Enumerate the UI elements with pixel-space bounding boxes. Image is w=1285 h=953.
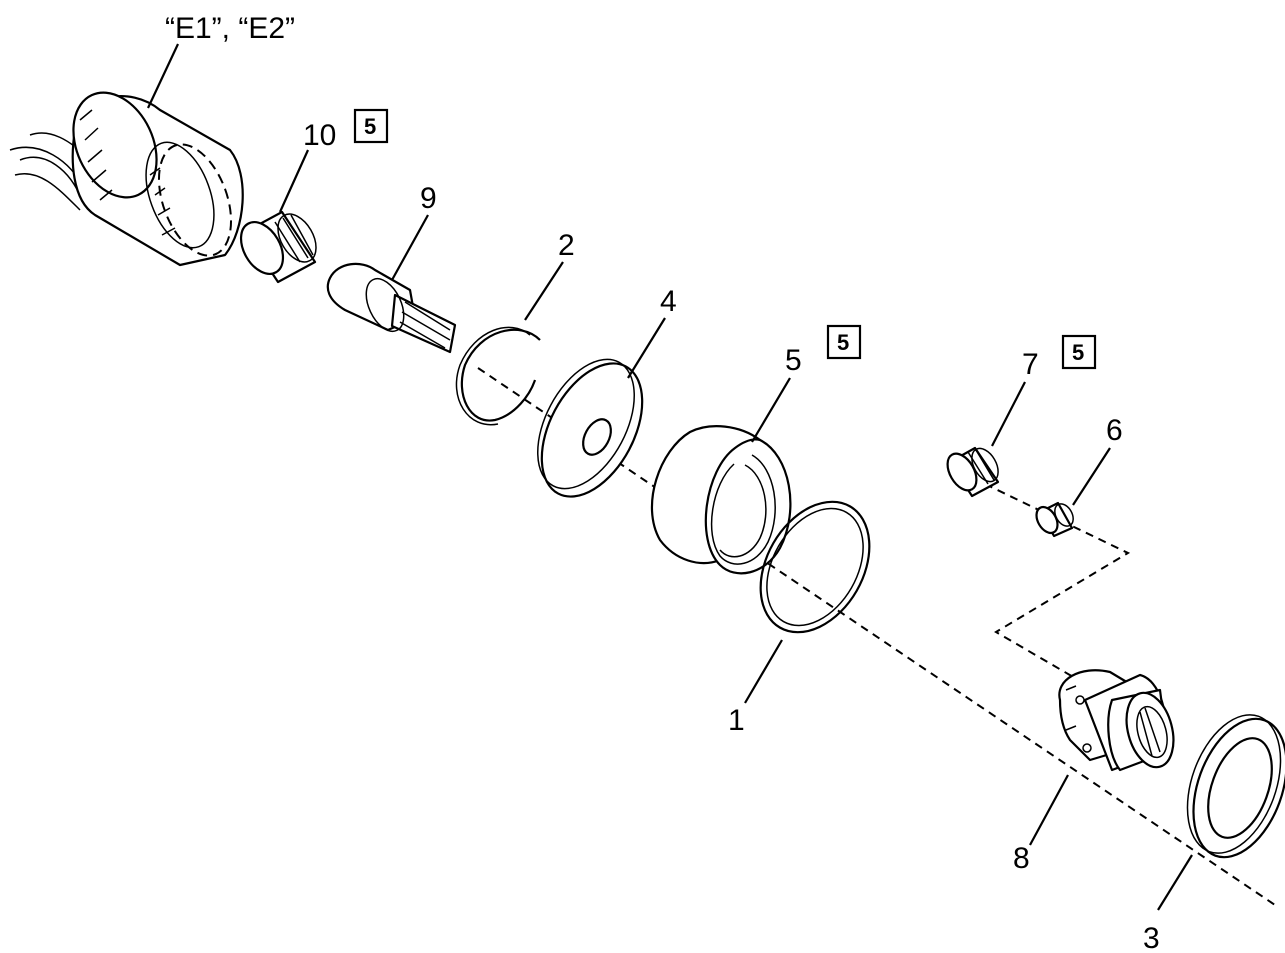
boxed-ref-a-text: 5 [364, 114, 376, 139]
part-2-snap-ring [455, 326, 541, 426]
part-7-needle-bearing [946, 446, 1000, 498]
label-part-9: 9 [420, 182, 437, 215]
part-9-splined-shaft [326, 262, 457, 354]
part-4-washer [537, 358, 644, 498]
part-labels: “E1”, “E2” 10 9 2 4 5 7 6 1 8 3 [165, 12, 1160, 953]
boxed-reference-b: 5 [826, 324, 862, 360]
label-part-1: 1 [728, 704, 745, 737]
part-6-small-bushing [1035, 501, 1074, 538]
label-part-2: 2 [558, 229, 575, 262]
label-part-5: 5 [785, 344, 802, 377]
leader-lines [147, 43, 1193, 911]
part-8-flange-hub [1058, 669, 1175, 772]
boxed-ref-c-text: 5 [1072, 340, 1084, 365]
part-10-needle-bearing [239, 210, 317, 284]
boxed-reference-a: 5 [353, 108, 389, 144]
gear-housing-part [9, 91, 244, 267]
label-part-3: 3 [1143, 922, 1160, 953]
label-part-4: 4 [660, 285, 677, 318]
label-part-8: 8 [1013, 842, 1030, 875]
label-part-6: 6 [1106, 414, 1123, 447]
label-ref-e: “E1”, “E2” [165, 12, 295, 45]
part-3-thrust-washer [1186, 714, 1285, 859]
part-5-bushing [650, 425, 792, 575]
boxed-ref-b-text: 5 [837, 330, 849, 355]
boxed-reference-c: 5 [1061, 334, 1097, 370]
label-part-10: 10 [303, 119, 336, 152]
label-part-7: 7 [1022, 348, 1039, 381]
part-1-o-ring [759, 500, 871, 634]
